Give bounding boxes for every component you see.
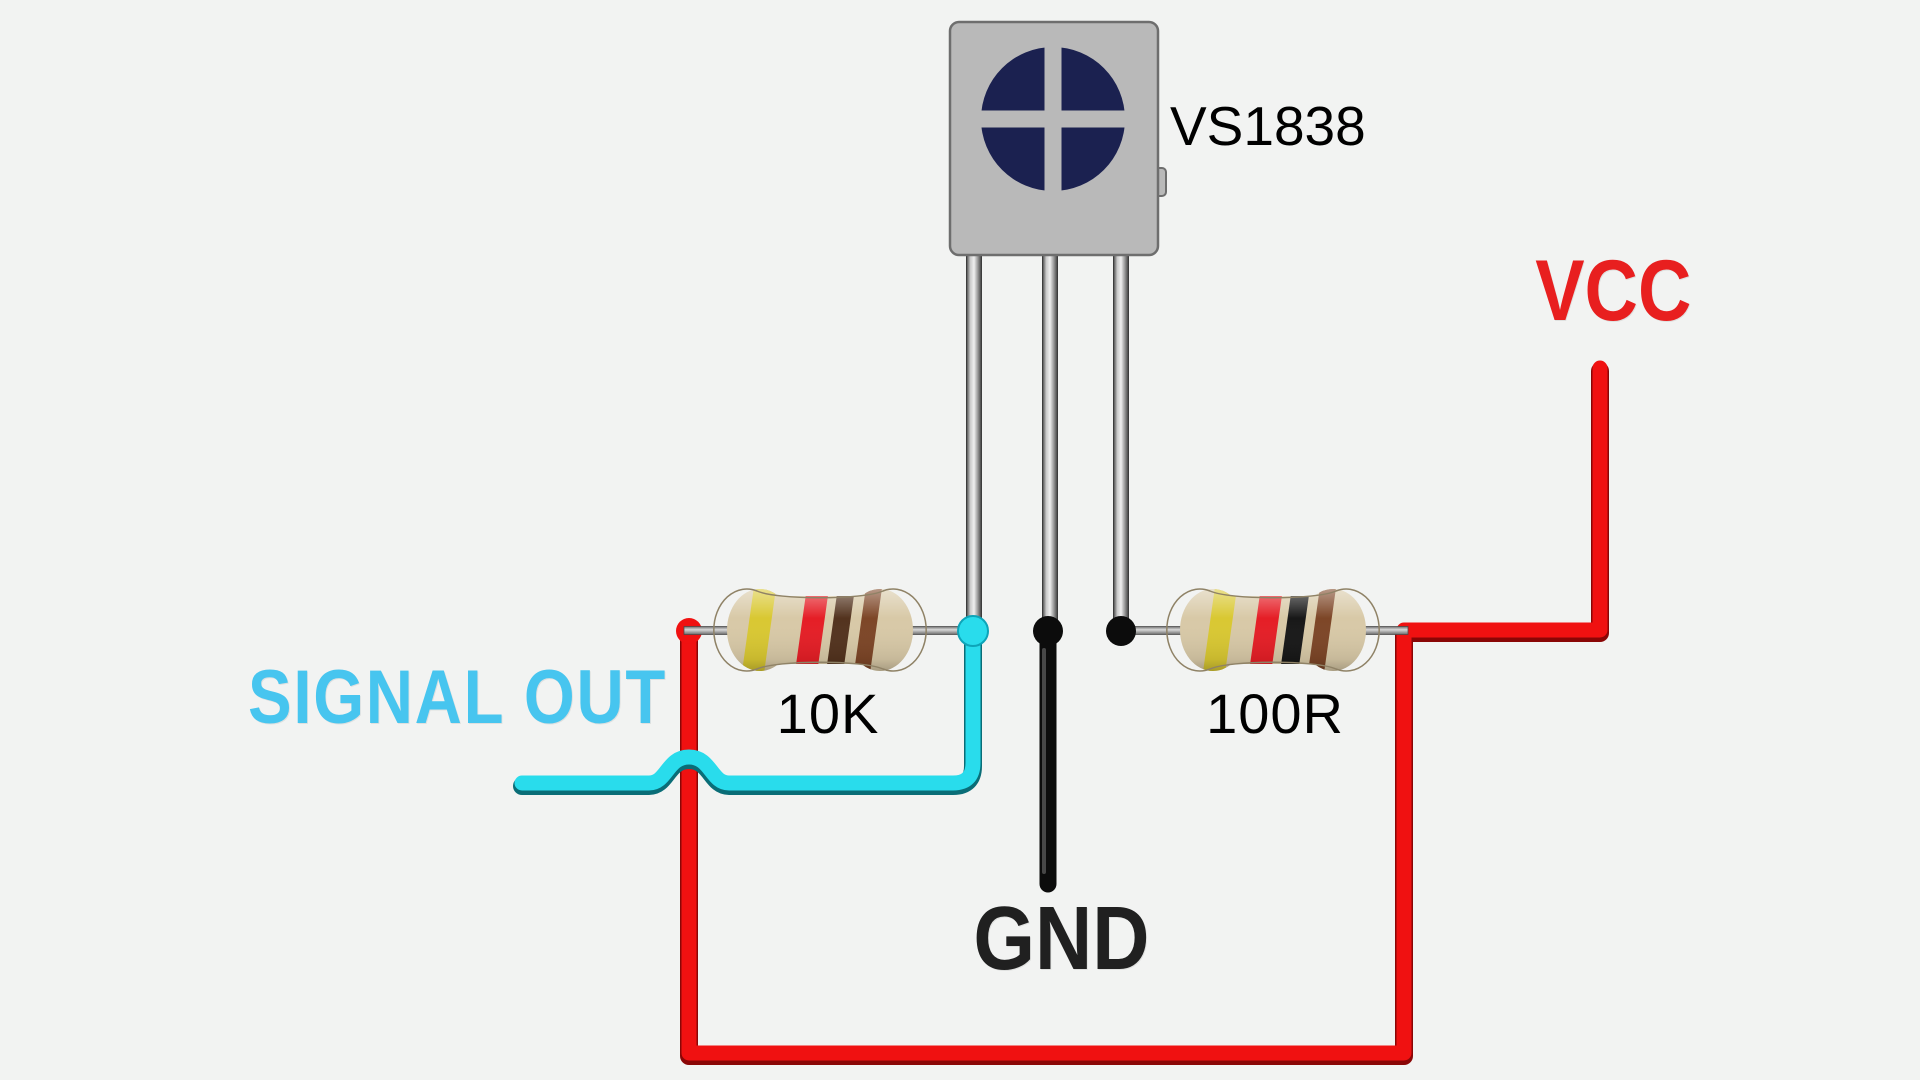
r2-outline — [1166, 588, 1380, 672]
pin-vcc — [1113, 252, 1129, 632]
r1-left-lead — [683, 626, 733, 635]
pin-out — [966, 252, 982, 632]
signal-out-label: SIGNAL OUT — [248, 655, 668, 740]
r1-bands — [727, 589, 913, 671]
gnd-junction-dot — [1033, 616, 1063, 646]
r2-bands — [1180, 589, 1366, 671]
r2-right-lead — [1361, 626, 1409, 635]
vcc-label: VCC — [1535, 243, 1692, 339]
resistor-100r-label: 100R — [1206, 682, 1344, 745]
resistor-10k-label: 10K — [776, 682, 880, 745]
module-name-label: VS1838 — [1170, 95, 1366, 157]
ir-lens-icon — [981, 47, 1125, 191]
junction-dots — [957, 615, 1136, 647]
module-pins — [966, 252, 1129, 632]
signal-junction-dot — [957, 615, 989, 647]
resistor-100r — [1166, 588, 1380, 672]
r2-shading — [1180, 589, 1366, 671]
r1-shading — [727, 589, 913, 671]
r1-outline — [713, 588, 927, 672]
ir-receiver-module — [948, 20, 1167, 257]
resistor-10k — [713, 588, 927, 672]
vcc-wire-core — [681, 360, 1608, 1061]
vcc-pin-junction-dot — [1106, 616, 1136, 646]
gnd-label: GND — [973, 889, 1150, 989]
signal-wire — [513, 624, 982, 795]
signal-wire-core — [514, 624, 981, 791]
pin-gnd — [1042, 252, 1058, 632]
lens-cross-vertical — [1044, 47, 1062, 191]
gnd-wire — [1039, 623, 1057, 893]
